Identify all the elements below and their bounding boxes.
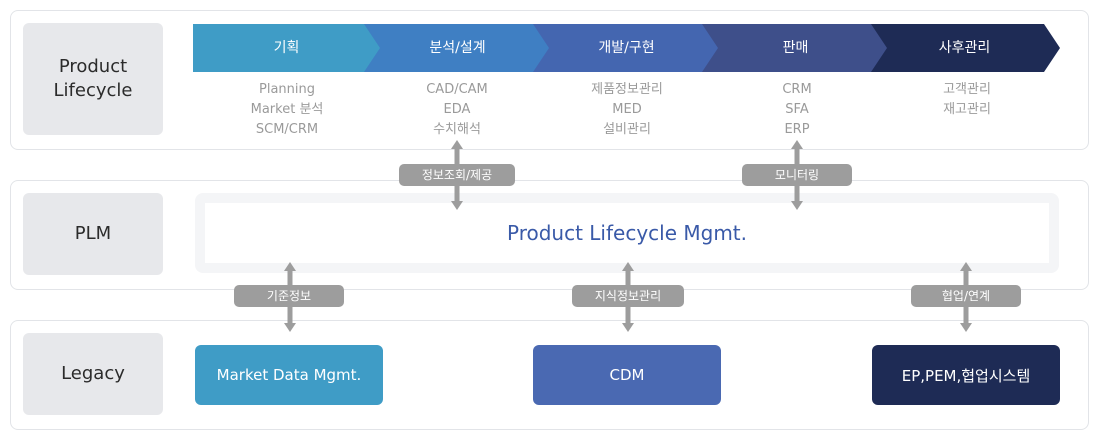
stage-detail-item: CAD/CAM (426, 82, 488, 97)
connector-label-info: 정보조회/제공 (399, 164, 515, 186)
stage-detail-item: 재고관리 (943, 102, 991, 117)
stage-details-planning: Planning Market 분석 SCM/CRM (217, 80, 357, 140)
stage-title-design: 분석/설계 (429, 40, 486, 56)
stage-details-design: CAD/CAM EDA 수치해석 (387, 80, 527, 140)
connector-label-collab: 협업/연계 (911, 285, 1021, 307)
stage-detail-item: Market 분석 (250, 102, 324, 117)
stage-chevron-aftercare (871, 24, 1060, 72)
stage-chevron-design (364, 24, 551, 72)
connector-label-knowledge: 지식정보관리 (572, 285, 684, 307)
stage-chevron-development (533, 24, 720, 72)
legacy-cdm: CDM (533, 345, 721, 405)
stage-details-development: 제품정보관리 MED 설비관리 (557, 80, 697, 140)
stage-details-aftercare: 고객관리 재고관리 (897, 80, 1037, 120)
legacy-market-data: Market Data Mgmt. (195, 345, 383, 405)
stage-title-development: 개발/구현 (598, 40, 655, 56)
stage-detail-item: 고객관리 (943, 82, 991, 97)
stage-detail-item: SCM/CRM (255, 122, 319, 137)
stage-detail-item: EDA (443, 102, 471, 117)
row-label-legacy: Legacy (23, 333, 163, 415)
stage-chevron-sales (702, 24, 889, 72)
lifecycle-chevrons (193, 24, 1060, 72)
stage-details-sales: CRM SFA ERP (727, 80, 867, 140)
stage-chevron-planning (193, 24, 382, 72)
stage-detail-item: MED (612, 102, 642, 117)
stage-detail-item: ERP (784, 122, 810, 137)
stage-detail-item: 수치해석 (433, 122, 481, 137)
stage-title-sales: 판매 (782, 40, 809, 56)
legacy-ep-pem: EP,PEM,협업시스템 (872, 345, 1060, 405)
plm-title: Product Lifecycle Mgmt. (205, 203, 1049, 263)
stage-detail-item: 제품정보관리 (591, 82, 663, 97)
stage-detail-item: 설비관리 (603, 122, 651, 137)
connector-label-monitoring: 모니터링 (742, 164, 852, 186)
stage-title-aftercare: 사후관리 (938, 40, 991, 56)
stage-detail-item: CRM (782, 82, 812, 97)
stage-title-planning: 기획 (273, 40, 300, 56)
stage-detail-item: SFA (785, 102, 809, 117)
connector-label-master-data: 기준정보 (234, 285, 344, 307)
row-label-plm: PLM (23, 193, 163, 275)
row-label-product-lifecycle: Product Lifecycle (23, 23, 163, 135)
stage-detail-item: Planning (259, 82, 315, 97)
